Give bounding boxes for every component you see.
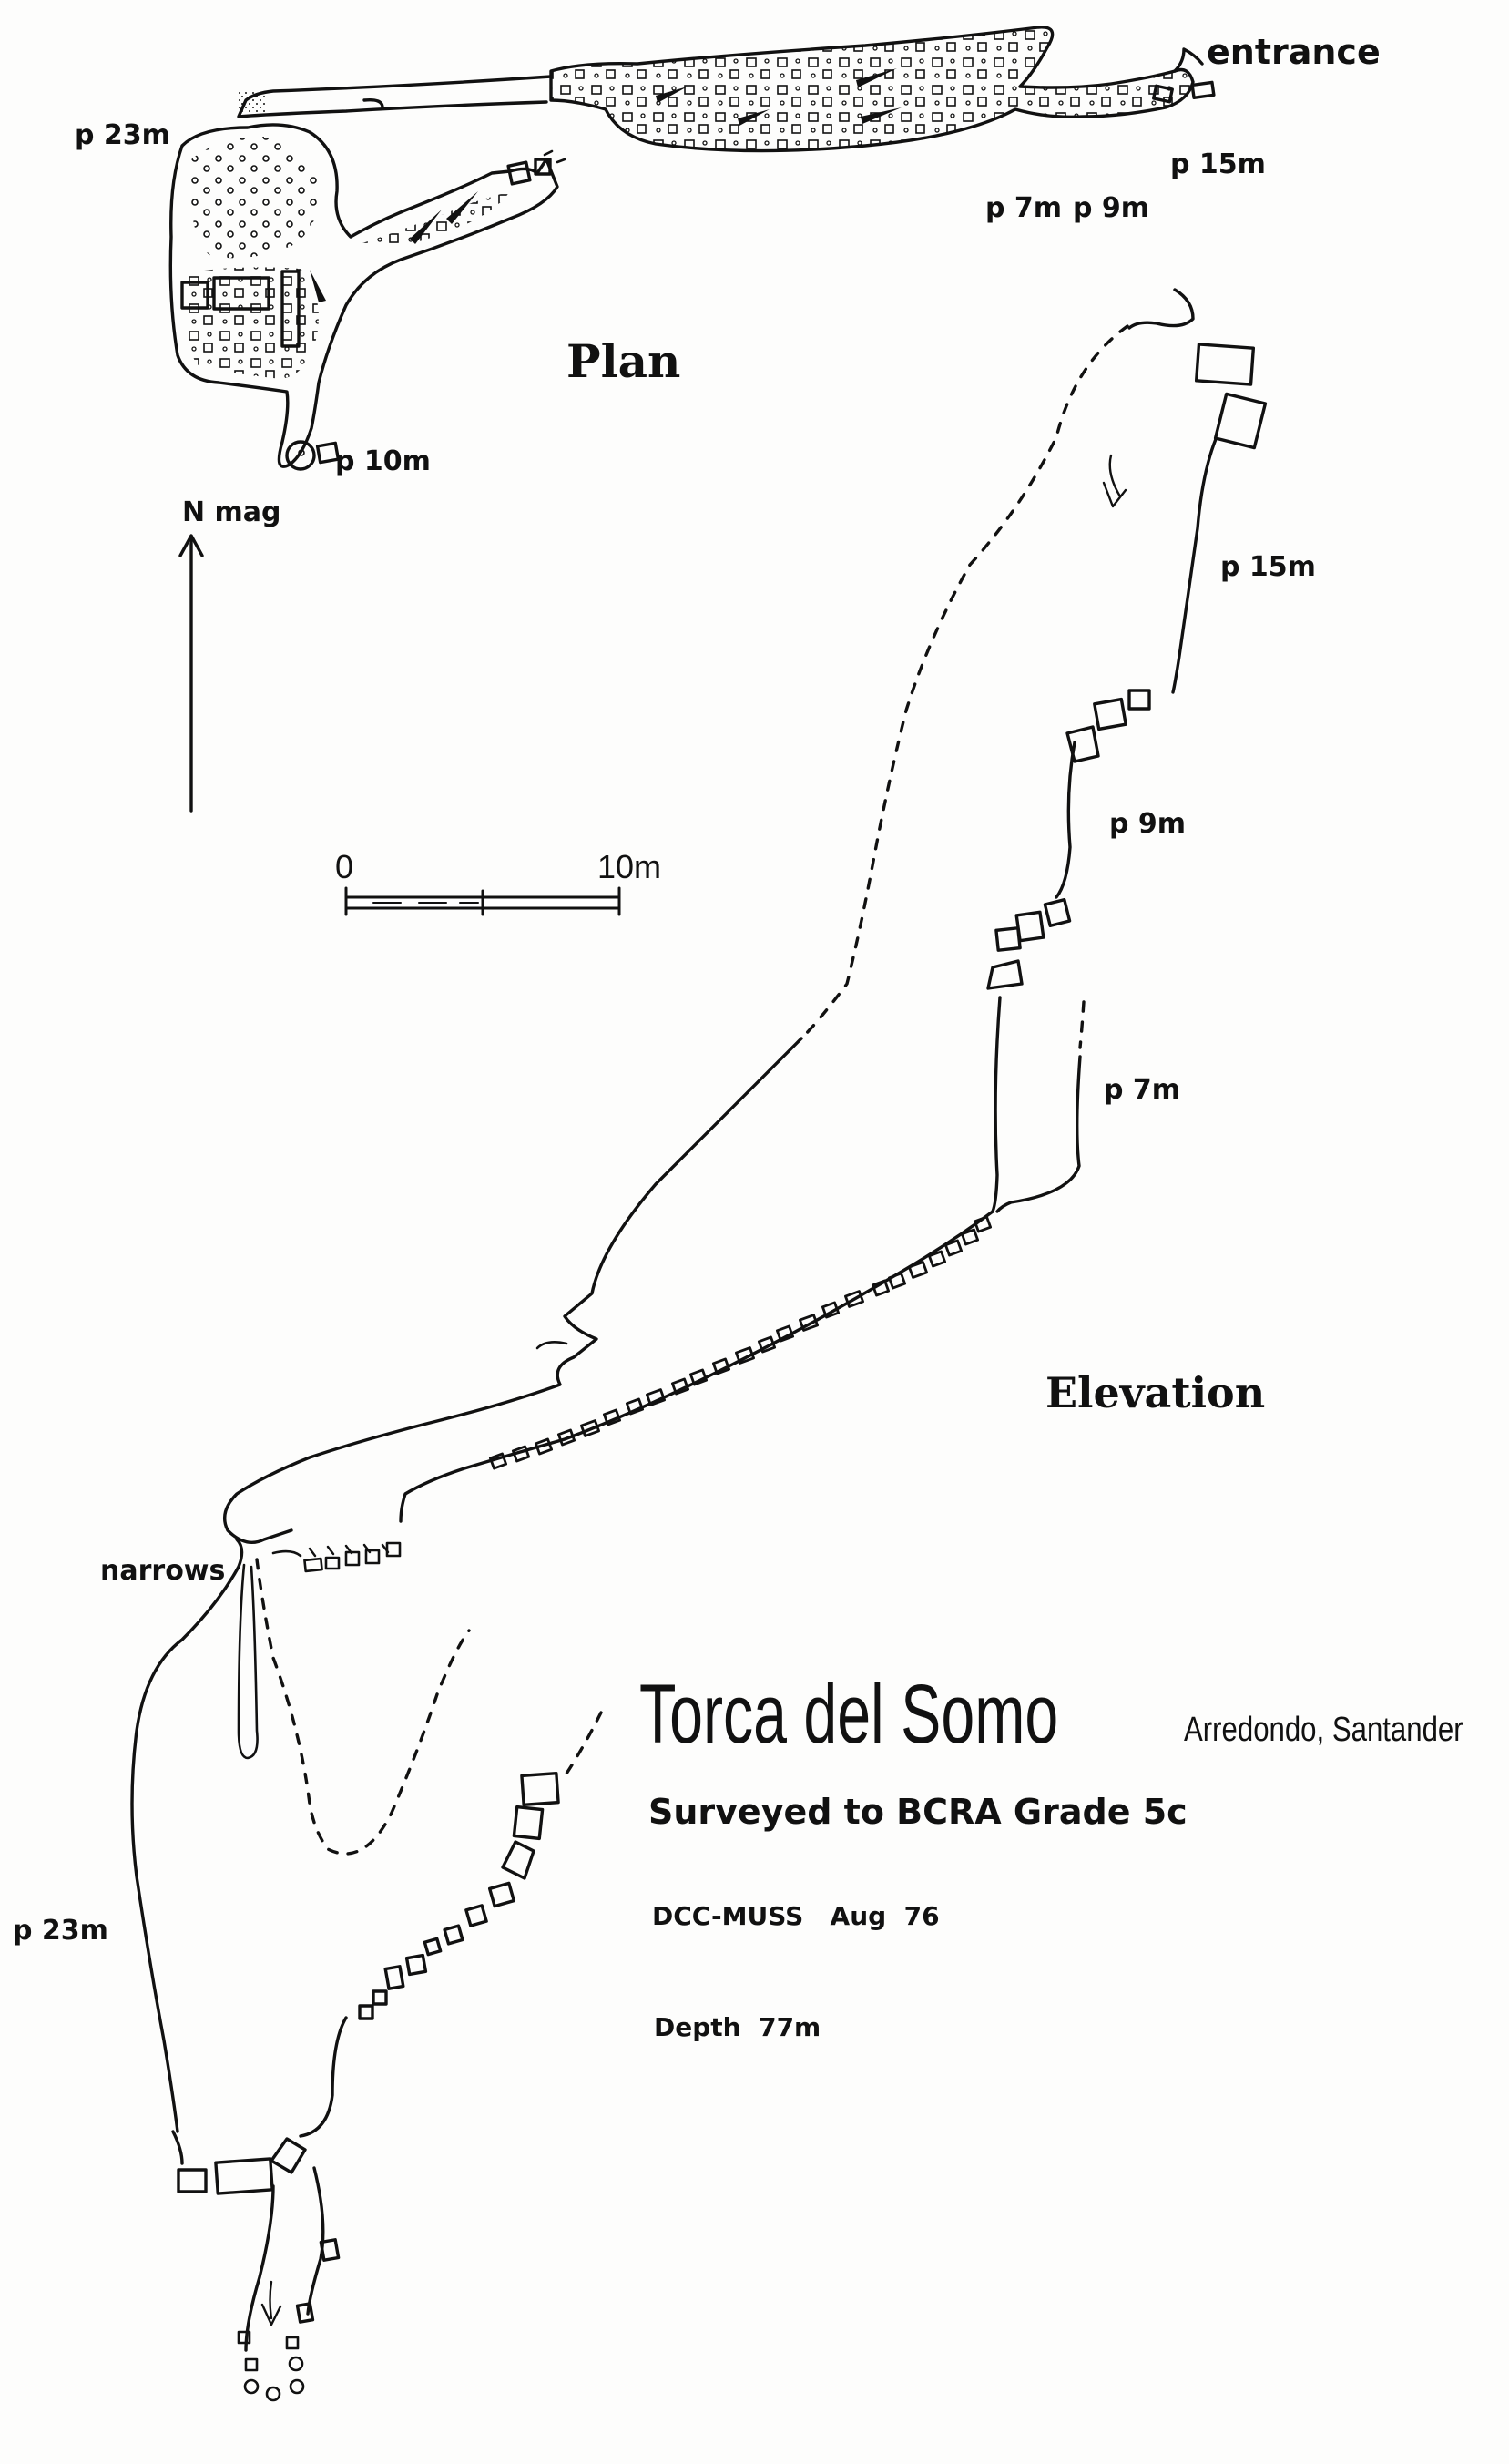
label-narrows: narrows (100, 1555, 226, 1587)
plan-heading: Plan (566, 334, 681, 388)
plan-p10-pit (285, 440, 316, 471)
cave-location: Arredondo, Santander (1184, 1711, 1463, 1749)
label-p10-plan: p 10m (335, 445, 431, 477)
label-p15-elev: p 15m (1220, 551, 1316, 583)
scale-label-zero: 0 (335, 848, 354, 885)
north-arrow-graphic (178, 534, 204, 813)
plan-view (168, 26, 1216, 471)
north-label: N mag (182, 496, 281, 528)
survey-credit: DCC-MUSS Aug 76 (652, 1901, 940, 1931)
plan-entrance-chamber (549, 26, 1195, 153)
elevation-heading: Elevation (1045, 1368, 1266, 1417)
elevation-view (130, 288, 1268, 2402)
plan-connecting-passage (237, 75, 553, 118)
scale-bar-graphic (344, 886, 621, 916)
label-p23-plan: p 23m (75, 119, 170, 151)
label-p7-elev: p 7m (1104, 1074, 1181, 1106)
survey-grade: Surveyed to BCRA Grade 5c (648, 1792, 1188, 1832)
label-p9-plan: p 9m (1073, 192, 1150, 224)
label-p15-plan: p 15m (1170, 148, 1266, 180)
label-entrance: entrance (1207, 32, 1381, 72)
plan-p23-chamber (168, 123, 559, 468)
label-p23-elev: p 23m (13, 1915, 108, 1947)
plan-entrance-shaft (1173, 47, 1204, 73)
scale-label-ten: 10m (597, 848, 662, 885)
survey-depth: Depth 77m (654, 2012, 821, 2042)
cave-title: Torca del Somo (639, 1668, 1059, 1761)
label-p7-plan: p 7m (985, 192, 1063, 224)
label-p9-elev: p 9m (1109, 808, 1187, 840)
